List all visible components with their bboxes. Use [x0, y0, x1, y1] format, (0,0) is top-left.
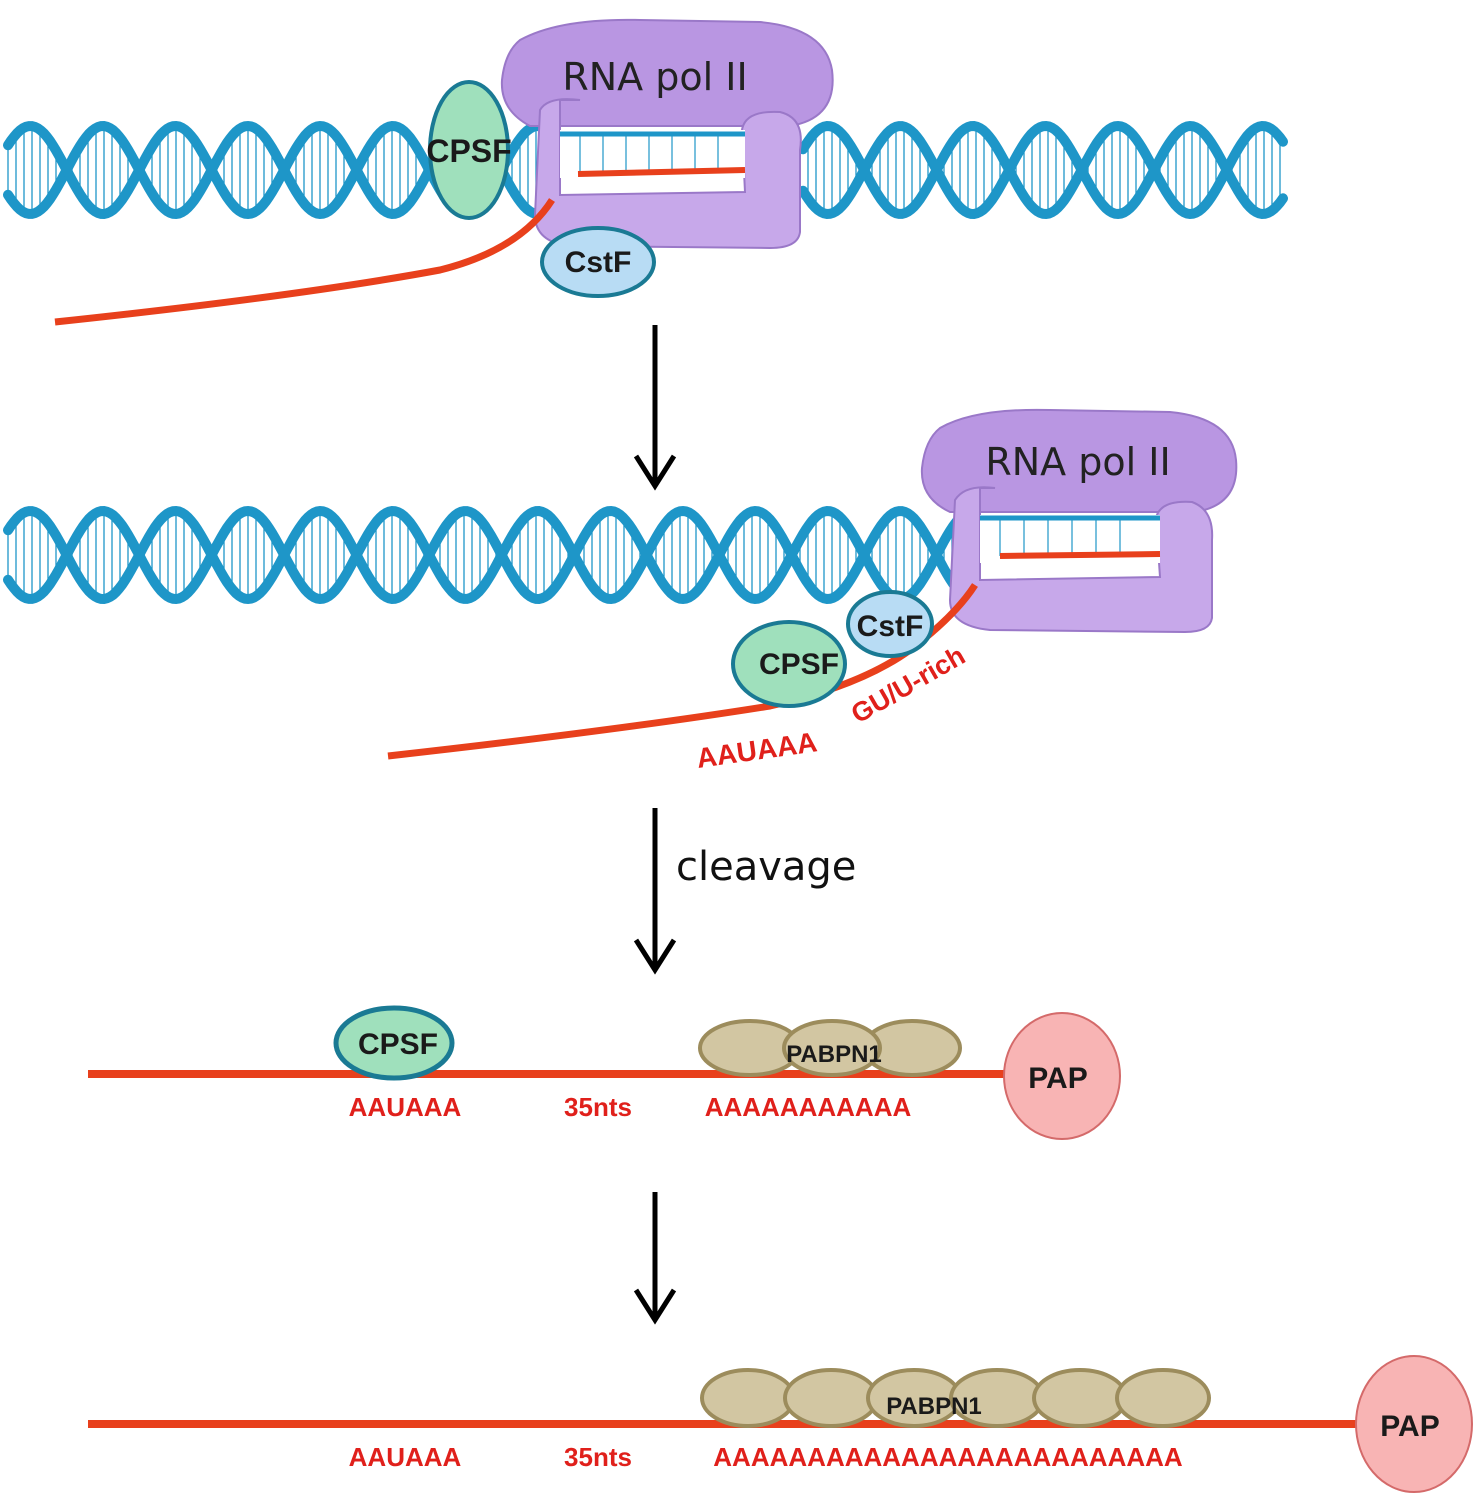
polymerase-label: RNA pol II: [985, 440, 1170, 484]
cpsf-label: CPSF: [759, 648, 839, 681]
pap-enzyme: PAP: [1355, 1355, 1473, 1493]
pap-enzyme: PAP: [1003, 1012, 1121, 1140]
cstf-complex: CstF: [540, 226, 656, 298]
nascent-rna: [54, 198, 555, 326]
cstf-label: CstF: [857, 610, 924, 643]
stage-4-polyadenylation-extended: PABPN1 PAP AAUAAA 35nts AAAAAAAAAAAAAAAA…: [88, 1355, 1473, 1493]
cstf-complex: CstF: [846, 590, 934, 658]
polymerase-label: RNA pol II: [562, 55, 747, 99]
poly-a-tail-label: AAAAAAAAAAA: [705, 1092, 912, 1122]
aauaaa-signal-label: AAUAAA: [349, 1092, 462, 1122]
stage-1-transcription: CPSF RNA pol II CstF: [3, 18, 1288, 326]
dna-strand: [3, 505, 979, 605]
pabpn1-proteins: PABPN1: [700, 1368, 1211, 1428]
cpsf-label: CPSF: [358, 1028, 438, 1061]
pap-label: PAP: [1380, 1410, 1439, 1443]
rna-polymerase-ii: RNA pol II: [920, 408, 1238, 634]
dna-strand: [3, 505, 979, 605]
cpsf-complex: CPSF: [426, 80, 512, 220]
cpsf-label: CPSF: [426, 133, 511, 169]
poly-a-tail-label: AAAAAAAAAAAAAAAAAAAAAAAAA: [713, 1442, 1183, 1472]
spacer-length-label: 35nts: [564, 1092, 632, 1122]
aauaaa-signal-label: AAUAAA: [695, 726, 819, 774]
cpsf-complex: CPSF: [333, 1005, 455, 1081]
rna-polymerase-ii: RNA pol II: [500, 18, 834, 250]
aauaaa-signal-label: AAUAAA: [349, 1442, 462, 1472]
cstf-label: CstF: [565, 246, 632, 279]
pabpn1-proteins: PABPN1: [698, 1019, 962, 1077]
pap-label: PAP: [1028, 1062, 1087, 1095]
spacer-length-label: 35nts: [564, 1442, 632, 1472]
stage-3-polyadenylation-start: CPSF PABPN1 PAP AAUAAA 35nts AAAAAAAAAAA: [88, 1005, 1121, 1140]
pabpn1-label: PABPN1: [786, 1041, 882, 1068]
pabpn1-label: PABPN1: [886, 1393, 982, 1420]
stage-2-recognition: RNA pol II CPSF CstF AAUAAA GU/U-rich: [3, 408, 1238, 774]
cpsf-complex: CPSF: [731, 620, 847, 708]
dna-double-helix: [3, 505, 979, 605]
cleavage-label: cleavage: [676, 844, 856, 890]
